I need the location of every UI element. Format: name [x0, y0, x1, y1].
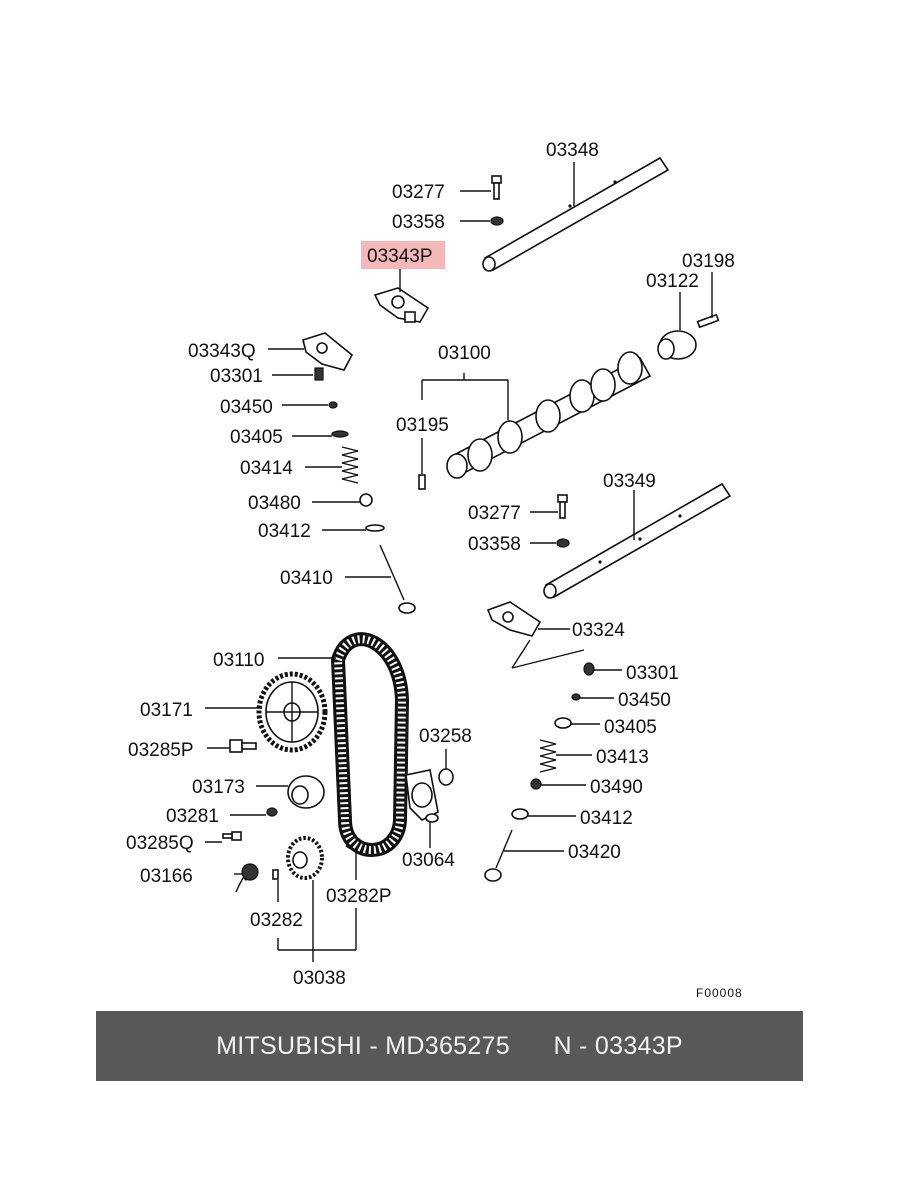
part-label: 03413 — [596, 747, 649, 768]
rocker-arm-highlighted — [373, 287, 430, 323]
cam-key — [418, 474, 426, 490]
camshaft-cap — [657, 330, 697, 360]
part-label: 03301 — [210, 366, 263, 387]
part-label: 03195 — [396, 415, 449, 436]
valve-seal-right — [530, 778, 542, 790]
valve-left — [379, 544, 416, 614]
part-label: 03343Q — [188, 341, 256, 362]
part-label: 03281 — [166, 806, 219, 827]
spring-seat-right — [511, 808, 529, 820]
part-label: 03358 — [392, 212, 445, 233]
part-label: 03412 — [258, 521, 311, 542]
valve-seal-left — [359, 493, 373, 507]
adjust-screw-left — [314, 367, 324, 381]
part-label: 03450 — [618, 690, 671, 711]
valve-spring-left — [341, 446, 359, 484]
cap-bolt — [696, 313, 720, 329]
diagram-reference-code: F00008 — [696, 986, 743, 1000]
part-label: 03414 — [240, 458, 293, 479]
part-label: 03410 — [280, 568, 333, 589]
part-label: 03100 — [438, 343, 491, 364]
spring-seat-left — [365, 524, 385, 532]
part-label: 03122 — [646, 271, 699, 292]
part-label: 03171 — [140, 700, 193, 721]
camshaft-sprocket — [256, 671, 328, 753]
part-label: 03324 — [572, 620, 625, 641]
part-label: 03258 — [419, 726, 472, 747]
camshaft — [446, 351, 652, 479]
part-label: 03301 — [626, 663, 679, 684]
part-label: 03198 — [682, 251, 735, 272]
tensioner-washer — [266, 807, 278, 817]
part-label: 03282 — [250, 910, 303, 931]
valve-cap-right — [571, 693, 581, 701]
part-label: 03348 — [546, 140, 599, 161]
washer-upper — [490, 216, 504, 226]
part-label: 03450 — [220, 397, 273, 418]
tensioner-bolt — [222, 831, 242, 841]
part-label: 03412 — [580, 808, 633, 829]
part-label: 03480 — [248, 493, 301, 514]
part-label: 03064 — [402, 850, 455, 871]
part-label: 03285P — [128, 740, 194, 761]
part-label: 03282P — [326, 886, 392, 907]
sprocket-bolt — [229, 739, 257, 753]
idler-washer — [438, 768, 454, 786]
part-info-footer: MITSUBISHI - MD365275 N - 03343P — [96, 1011, 803, 1081]
timing-belt — [330, 632, 410, 857]
part-label: 03166 — [140, 866, 193, 887]
sprocket-key — [272, 869, 279, 880]
rocker-shaft-lower — [543, 482, 732, 599]
part-label: 03405 — [230, 427, 283, 448]
part-label: 03277 — [392, 182, 445, 203]
part-label: 03110 — [213, 650, 264, 671]
part-label: 03173 — [192, 777, 245, 798]
valve-right — [484, 829, 513, 882]
valve-cap-left — [328, 401, 338, 409]
bolt-lower — [557, 494, 568, 519]
valve-keeper-left — [331, 430, 349, 438]
part-label: 03349 — [603, 471, 656, 492]
belt-tensioner — [287, 775, 325, 809]
part-label: 03405 — [604, 717, 657, 738]
tensioner-spring — [235, 863, 259, 893]
part-label: 03285Q — [126, 833, 194, 854]
washer-lower — [556, 538, 570, 548]
highlight-box — [361, 241, 445, 269]
part-label: 03358 — [468, 534, 521, 555]
idler-pulley — [405, 769, 439, 823]
bolt-upper — [491, 175, 502, 200]
rocker-shaft-upper — [482, 156, 670, 272]
part-label: 03038 — [293, 968, 346, 989]
valve-keeper-right — [554, 717, 572, 729]
rocker-arm-q — [302, 332, 354, 371]
part-info-text: MITSUBISHI - MD365275 N - 03343P — [216, 1031, 683, 1060]
part-label: 03420 — [568, 842, 621, 863]
part-label: 03277 — [468, 503, 521, 524]
valve-spring-right — [539, 739, 557, 773]
adjust-screw-right — [583, 662, 595, 676]
rocker-arm-right — [486, 601, 542, 637]
crankshaft-sprocket — [286, 836, 324, 880]
part-label: 03490 — [590, 777, 643, 798]
part-label-highlighted: 03343P — [367, 246, 433, 267]
